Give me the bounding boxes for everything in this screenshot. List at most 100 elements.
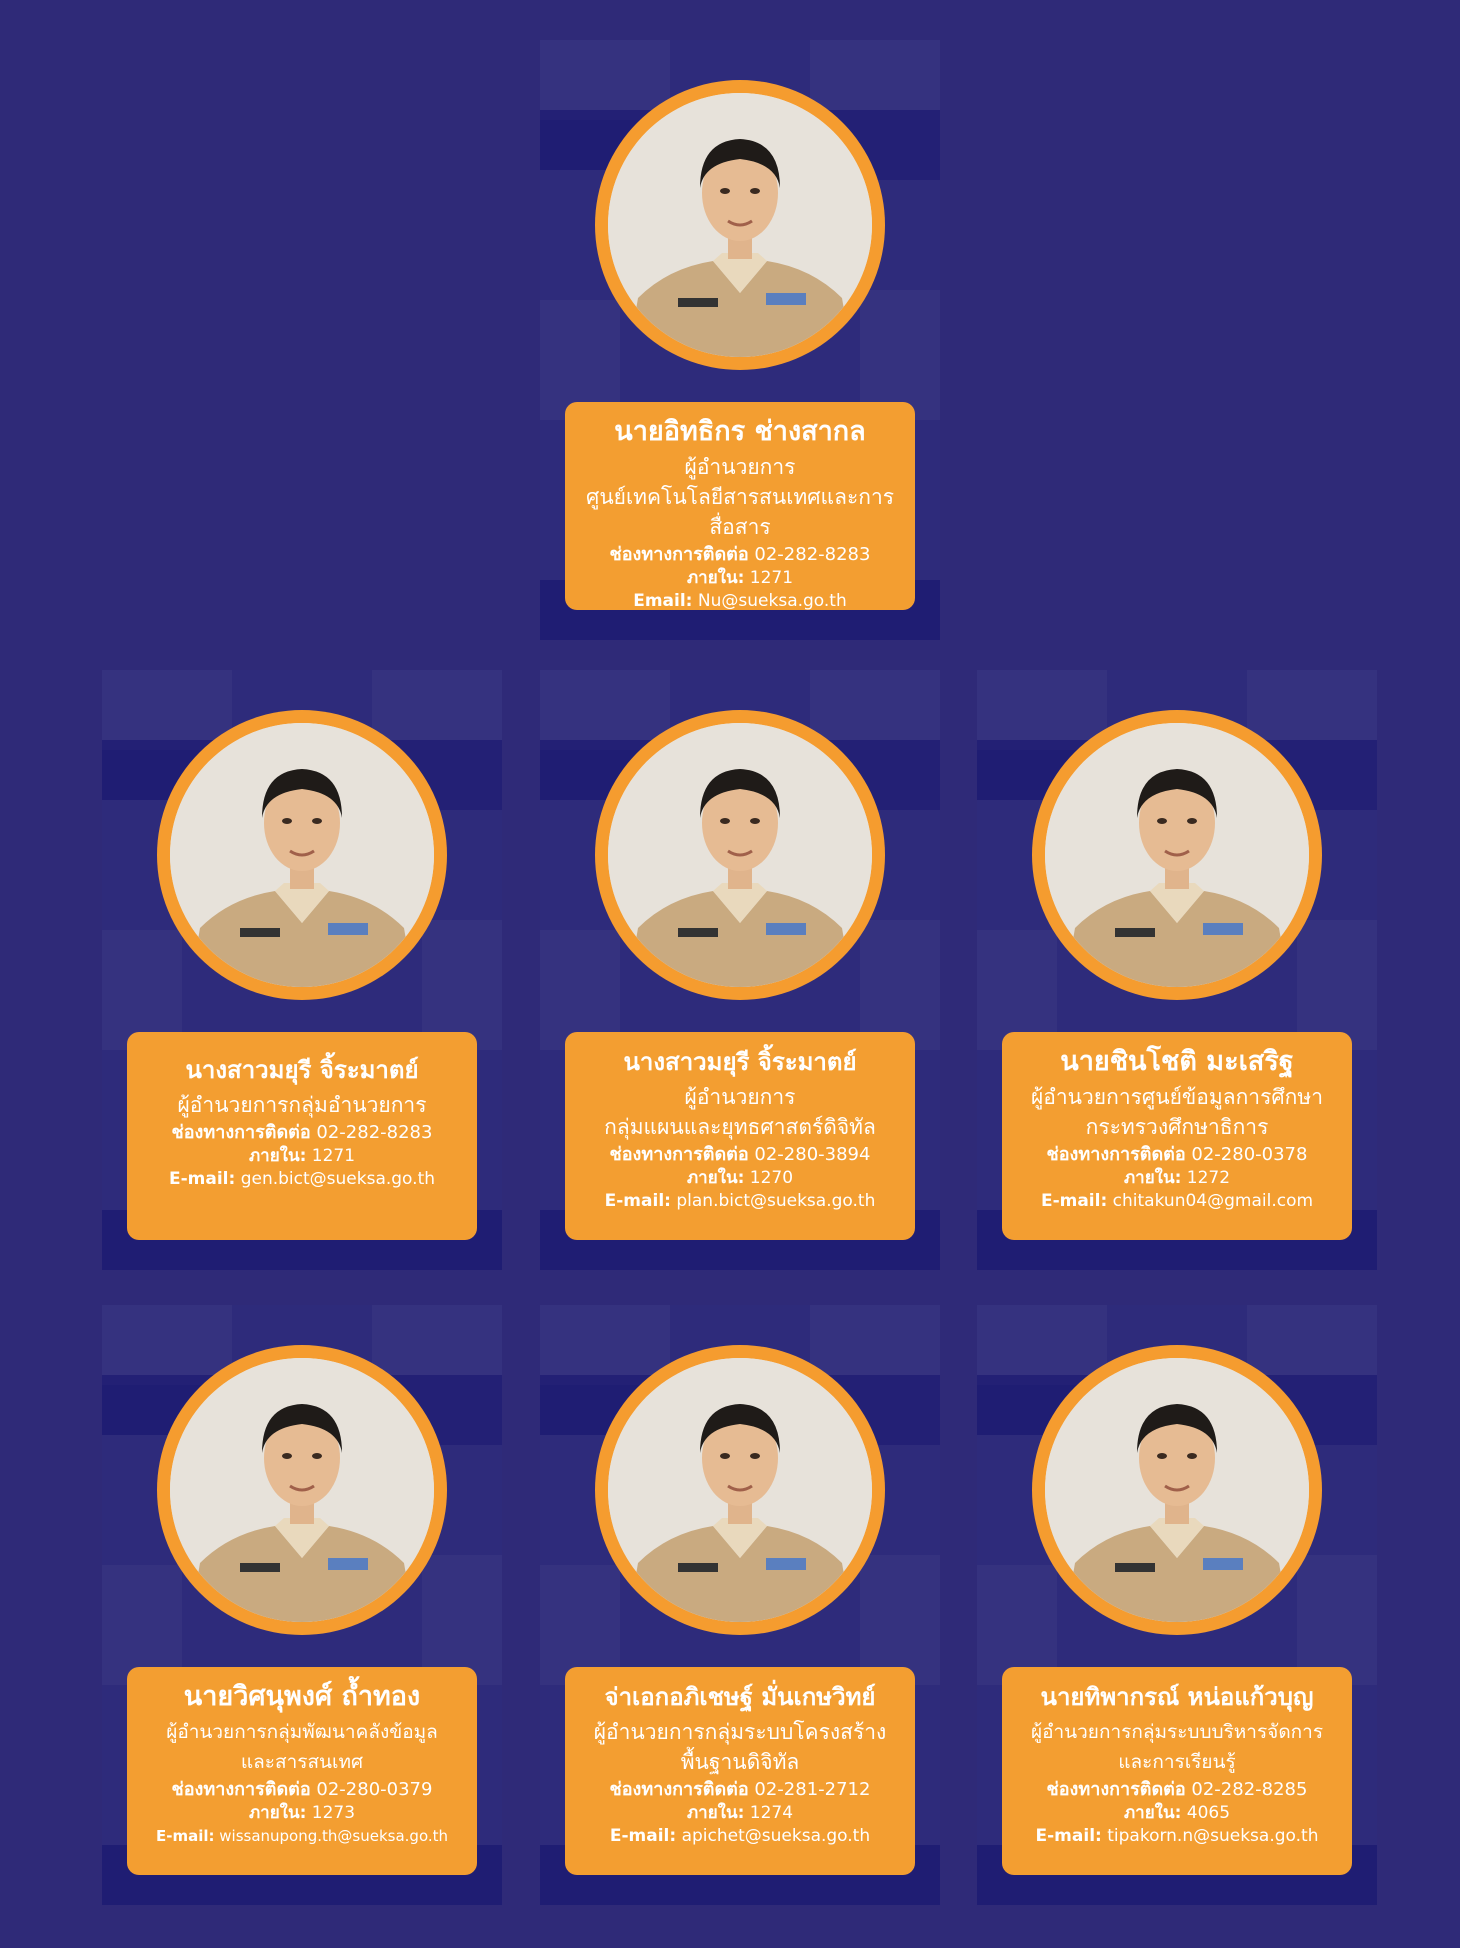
avatar (595, 80, 885, 370)
person-silhouette-icon (608, 93, 872, 357)
extension-row: ภายใน: 1271 (573, 567, 907, 589)
position-line-2: กลุ่มแผนและยุทธศาสตร์ดิจิทัล (604, 1115, 876, 1139)
position-line-1: ผู้อำนวยการ (684, 1085, 796, 1109)
phone-label: ช่องทางการติดต่อ (609, 1779, 749, 1800)
portrait-photo (170, 723, 434, 987)
phone-row: ช่องทางการติดต่อ 02-280-3894 (573, 1142, 907, 1167)
email-row: Email: Nu@sueksa.go.th (573, 589, 907, 613)
person-panel-3: นางสาวมยุรี จิ้ระมาตย์ ผู้อำนวยการ กลุ่ม… (540, 670, 940, 1270)
extension-number: 1271 (311, 1146, 356, 1166)
position-line-2: และสารสนเทศ (240, 1751, 364, 1773)
phone-number: 02-280-0379 (316, 1779, 433, 1800)
extension-row: ภายใน: 1271 (135, 1145, 469, 1167)
person-name: นางสาวมยุรี จิ้ระมาตย์ (185, 1056, 419, 1084)
email-label: E-mail: (1035, 1826, 1102, 1846)
email-link[interactable]: plan.bict@sueksa.go.th (676, 1191, 876, 1211)
avatar (1032, 710, 1322, 1000)
extension-label: ภายใน: (1123, 1168, 1182, 1188)
phone-number: 02-280-0378 (1191, 1144, 1308, 1165)
extension-label: ภายใน: (686, 1168, 745, 1188)
contact-card: นางสาวมยุรี จิ้ระมาตย์ ผู้อำนวยการ กลุ่ม… (565, 1032, 915, 1240)
avatar (595, 710, 885, 1000)
phone-row: ช่องทางการติดต่อ 02-280-0379 (135, 1777, 469, 1802)
portrait-photo (1045, 723, 1309, 987)
email-label: E-mail: (155, 1827, 215, 1845)
extension-number: 4065 (1186, 1803, 1231, 1823)
phone-number: 02-282-8283 (754, 544, 871, 565)
person-panel-1: นายอิทธิกร ช่างสากล ผู้อำนวยการ ศูนย์เทค… (540, 40, 940, 640)
phone-number: 02-282-8283 (316, 1122, 433, 1143)
contact-card: นางสาวมยุรี จิ้ระมาตย์ ผู้อำนวยการกลุ่มอ… (127, 1032, 477, 1240)
person-panel-6: จ่าเอกอภิเชษฐ์ มั่นเกษวิทย์ ผู้อำนวยการก… (540, 1305, 940, 1905)
email-row: E-mail: chitakun04@gmail.com (1010, 1189, 1344, 1213)
phone-row: ช่องทางการติดต่อ 02-280-0378 (1010, 1142, 1344, 1167)
position-line-1: ผู้อำนวยการกลุ่มระบบบริหารจัดการ (1030, 1721, 1324, 1743)
phone-row: ช่องทางการติดต่อ 02-281-2712 (573, 1777, 907, 1802)
portrait-photo (608, 1358, 872, 1622)
position-line-1: ผู้อำนวยการ (684, 455, 796, 479)
portrait-photo (170, 1358, 434, 1622)
email-link[interactable]: chitakun04@gmail.com (1112, 1191, 1314, 1211)
extension-label: ภายใน: (686, 1803, 745, 1823)
position-line-2: ศูนย์เทคโนโลยีสารสนเทศและการสื่อสาร (585, 485, 895, 539)
extension-row: ภายใน: 1273 (135, 1802, 469, 1824)
person-name: นางสาวมยุรี จิ้ระมาตย์ (623, 1048, 857, 1076)
phone-number: 02-282-8285 (1191, 1779, 1308, 1800)
extension-number: 1272 (1186, 1168, 1231, 1188)
email-link[interactable]: tipakorn.n@sueksa.go.th (1107, 1826, 1319, 1846)
email-row: E-mail: plan.bict@sueksa.go.th (573, 1189, 907, 1213)
avatar (1032, 1345, 1322, 1635)
person-panel-4: นายชินโชติ มะเสริฐ ผู้อำนวยการศูนย์ข้อมู… (977, 670, 1377, 1270)
position-line-2: และการเรียนรู้ (1118, 1751, 1236, 1773)
contact-card: นายทิพากรณ์ หน่อแก้วบุญ ผู้อำนวยการกลุ่ม… (1002, 1667, 1352, 1875)
phone-row: ช่องทางการติดต่อ 02-282-8285 (1010, 1777, 1344, 1802)
phone-row: ช่องทางการติดต่อ 02-282-8283 (573, 542, 907, 567)
email-row: E-mail: apichet@sueksa.go.th (573, 1824, 907, 1848)
email-label: Email: (633, 591, 693, 611)
person-silhouette-icon (608, 1358, 872, 1622)
email-label: E-mail: (1040, 1191, 1108, 1211)
phone-label: ช่องทางการติดต่อ (609, 544, 749, 565)
phone-label: ช่องทางการติดต่อ (171, 1779, 311, 1800)
person-silhouette-icon (1045, 1358, 1309, 1622)
phone-label: ช่องทางการติดต่อ (1046, 1144, 1186, 1165)
person-silhouette-icon (1045, 723, 1309, 987)
email-label: E-mail: (604, 1191, 671, 1211)
position-line-2: พื้นฐานดิจิทัล (680, 1750, 800, 1774)
extension-label: ภายใน: (1123, 1803, 1182, 1823)
email-label: E-mail: (609, 1826, 677, 1846)
extension-label: ภายใน: (248, 1146, 307, 1166)
extension-row: ภายใน: 1274 (573, 1802, 907, 1824)
email-row: E-mail: wissanupong.th@sueksa.go.th (135, 1824, 469, 1848)
contact-card: จ่าเอกอภิเชษฐ์ มั่นเกษวิทย์ ผู้อำนวยการก… (565, 1667, 915, 1875)
email-link[interactable]: gen.bict@sueksa.go.th (240, 1169, 436, 1189)
person-name: นายอิทธิกร ช่างสากล (614, 416, 866, 447)
email-row: E-mail: gen.bict@sueksa.go.th (135, 1167, 469, 1191)
person-panel-5: นายวิศนุพงศ์ ถ้ำทอง ผู้อำนวยการกลุ่มพัฒน… (102, 1305, 502, 1905)
person-silhouette-icon (170, 723, 434, 987)
contact-card: นายอิทธิกร ช่างสากล ผู้อำนวยการ ศูนย์เทค… (565, 402, 915, 613)
contact-card: นายชินโชติ มะเสริฐ ผู้อำนวยการศูนย์ข้อมู… (1002, 1032, 1352, 1240)
portrait-photo (608, 93, 872, 357)
email-row: E-mail: tipakorn.n@sueksa.go.th (1010, 1824, 1344, 1848)
position-line-1: ผู้อำนวยการศูนย์ข้อมูลการศึกษา (1030, 1085, 1324, 1109)
phone-number: 02-281-2712 (754, 1779, 871, 1800)
position-line-1: ผู้อำนวยการกลุ่มอำนวยการ (177, 1093, 427, 1117)
person-panel-7: นายทิพากรณ์ หน่อแก้วบุญ ผู้อำนวยการกลุ่ม… (977, 1305, 1377, 1905)
person-panel-2: นางสาวมยุรี จิ้ระมาตย์ ผู้อำนวยการกลุ่มอ… (102, 670, 502, 1270)
email-link[interactable]: apichet@sueksa.go.th (681, 1826, 871, 1846)
avatar (157, 710, 447, 1000)
phone-label: ช่องทางการติดต่อ (609, 1144, 749, 1165)
avatar (595, 1345, 885, 1635)
phone-number: 02-280-3894 (754, 1144, 871, 1165)
extension-label: ภายใน: (686, 568, 745, 588)
email-label: E-mail: (168, 1169, 236, 1189)
person-silhouette-icon (170, 1358, 434, 1622)
phone-row: ช่องทางการติดต่อ 02-282-8283 (135, 1120, 469, 1145)
extension-number: 1271 (749, 568, 794, 588)
extension-label: ภายใน: (248, 1803, 307, 1823)
person-silhouette-icon (608, 723, 872, 987)
email-link[interactable]: Nu@sueksa.go.th (697, 591, 847, 611)
extension-row: ภายใน: 4065 (1010, 1802, 1344, 1824)
email-link[interactable]: wissanupong.th@sueksa.go.th (219, 1827, 449, 1845)
